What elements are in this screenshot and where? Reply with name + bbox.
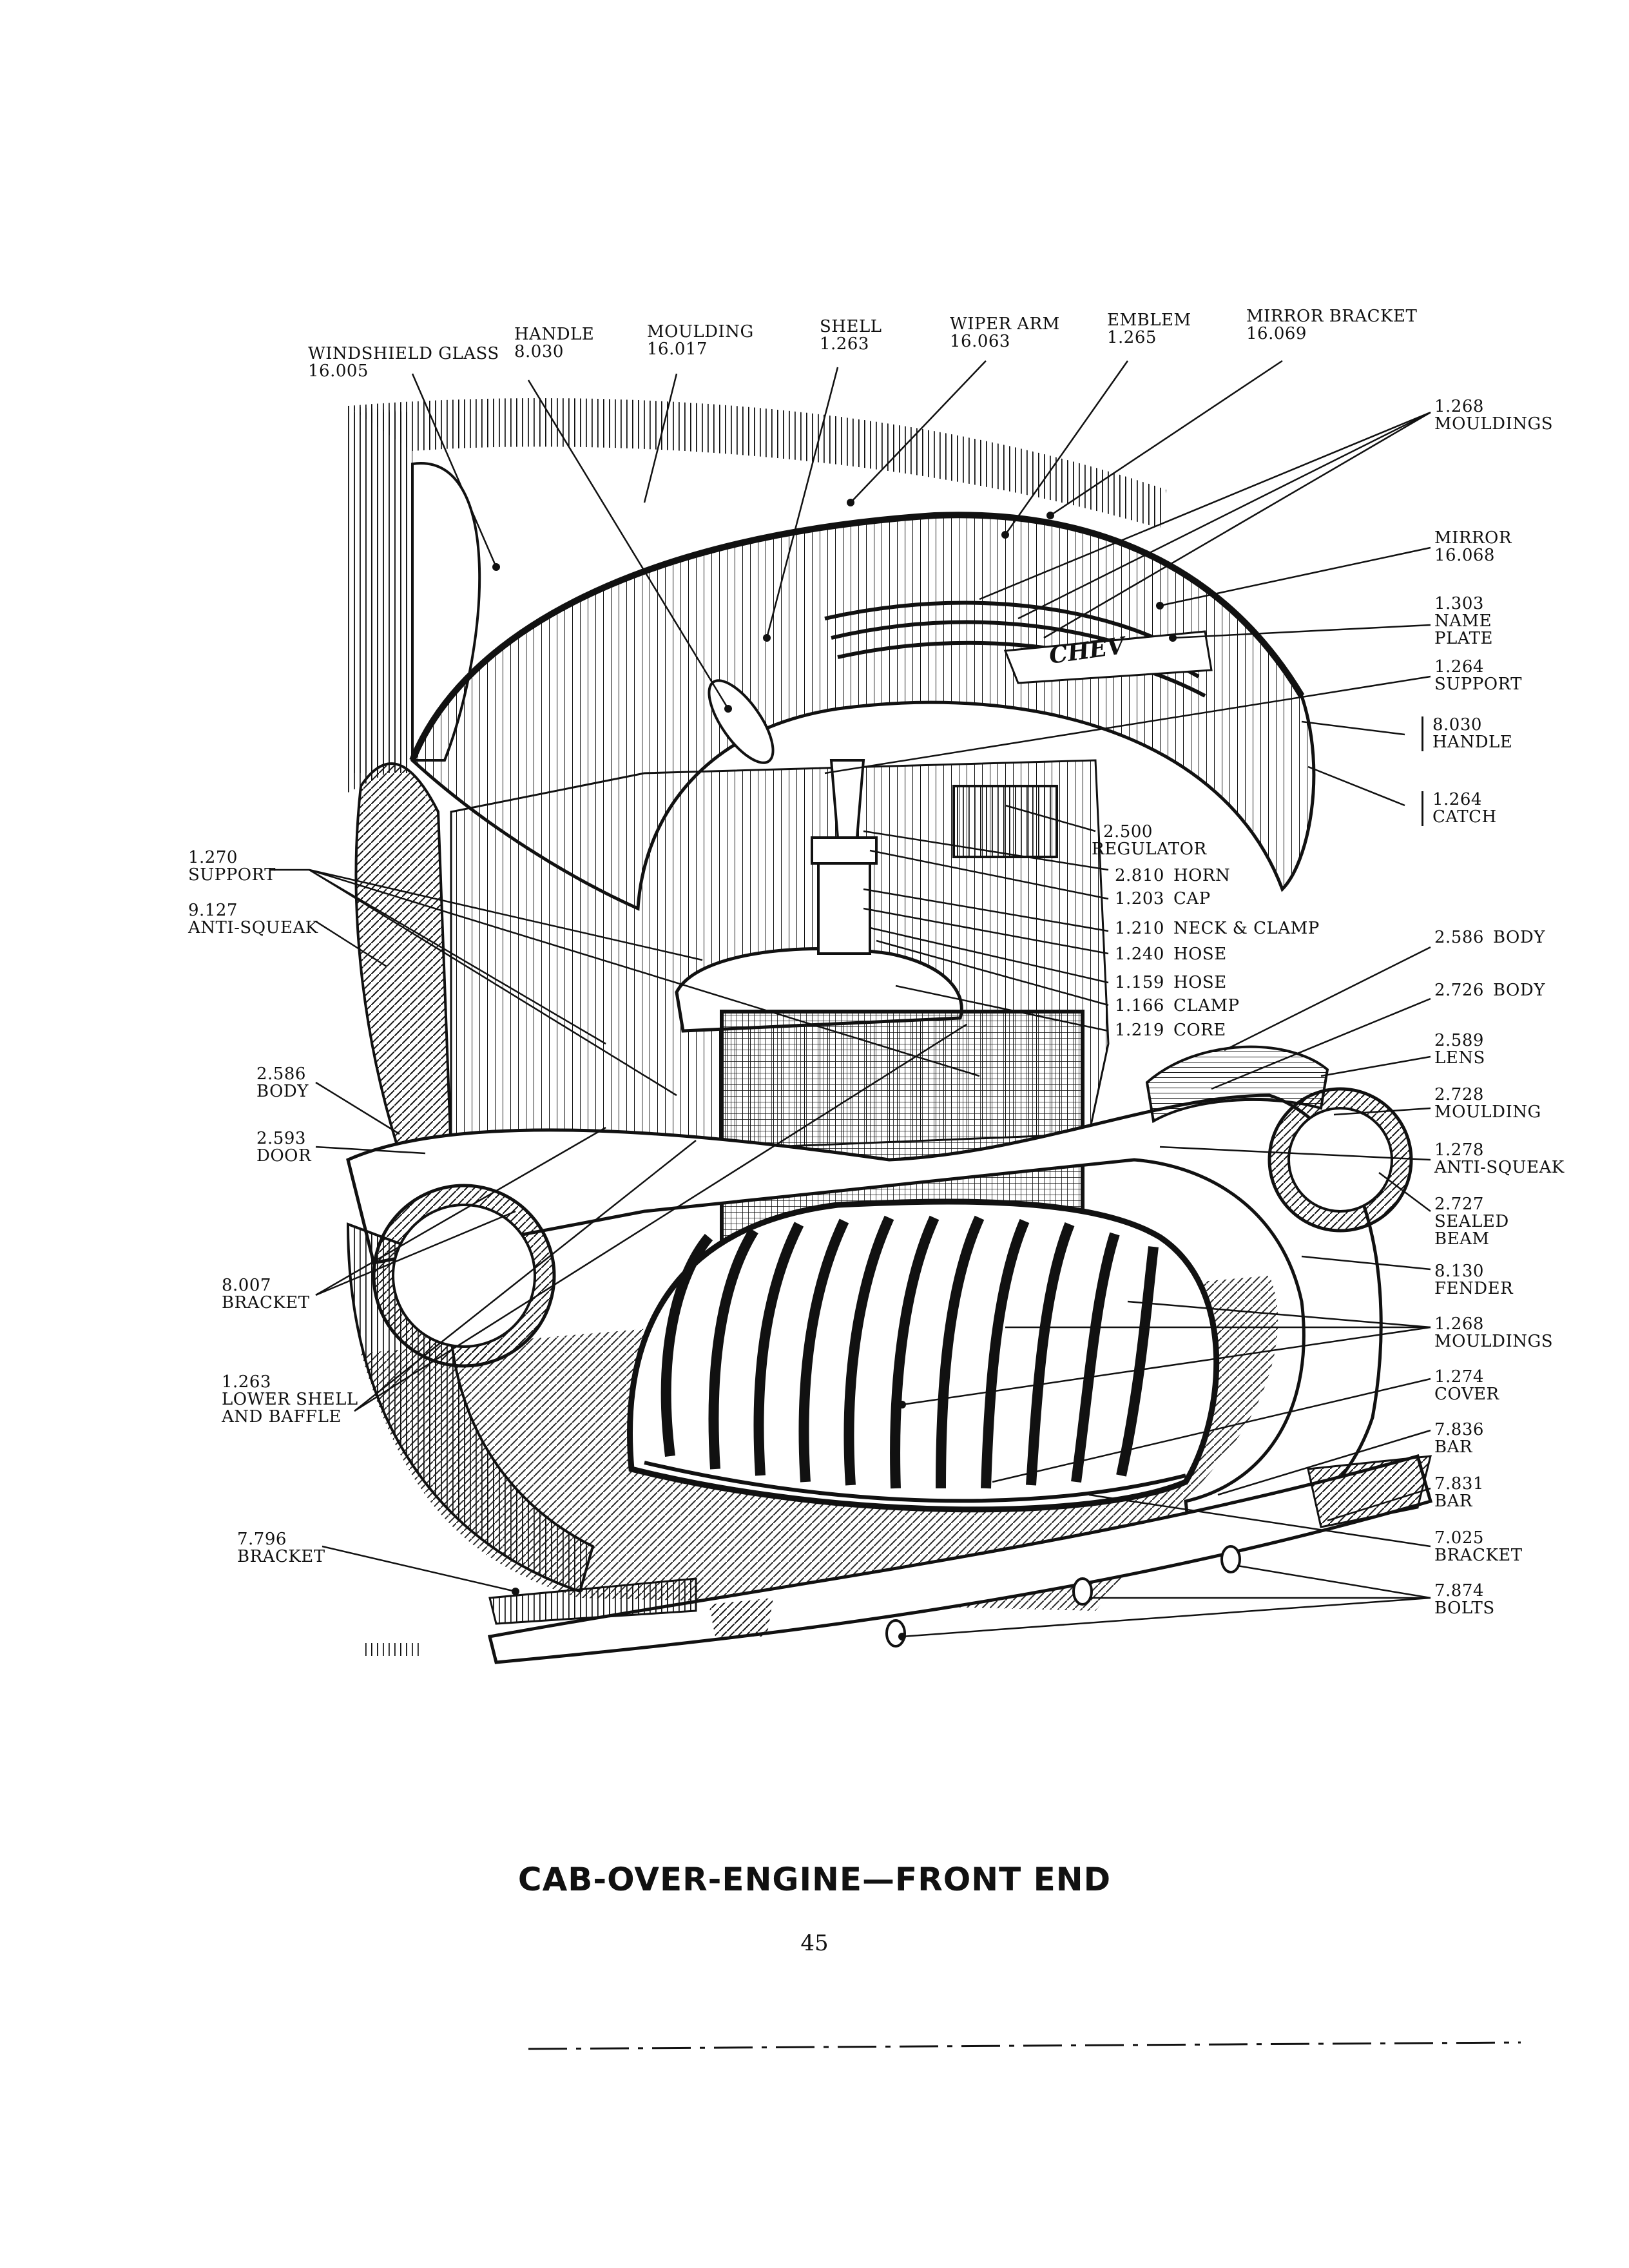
page-title: CAB-OVER-ENGINE—FRONT END: [517, 1861, 1112, 1898]
arrowheads: [492, 499, 1177, 1640]
cab-frame: [348, 398, 1166, 793]
bottom-rule: [528, 2041, 1521, 2050]
bumper: [361, 1454, 1433, 1664]
leader-lines: [271, 360, 1431, 1638]
page-number: 45: [800, 1930, 829, 1956]
front-grille: [627, 1198, 1220, 1513]
